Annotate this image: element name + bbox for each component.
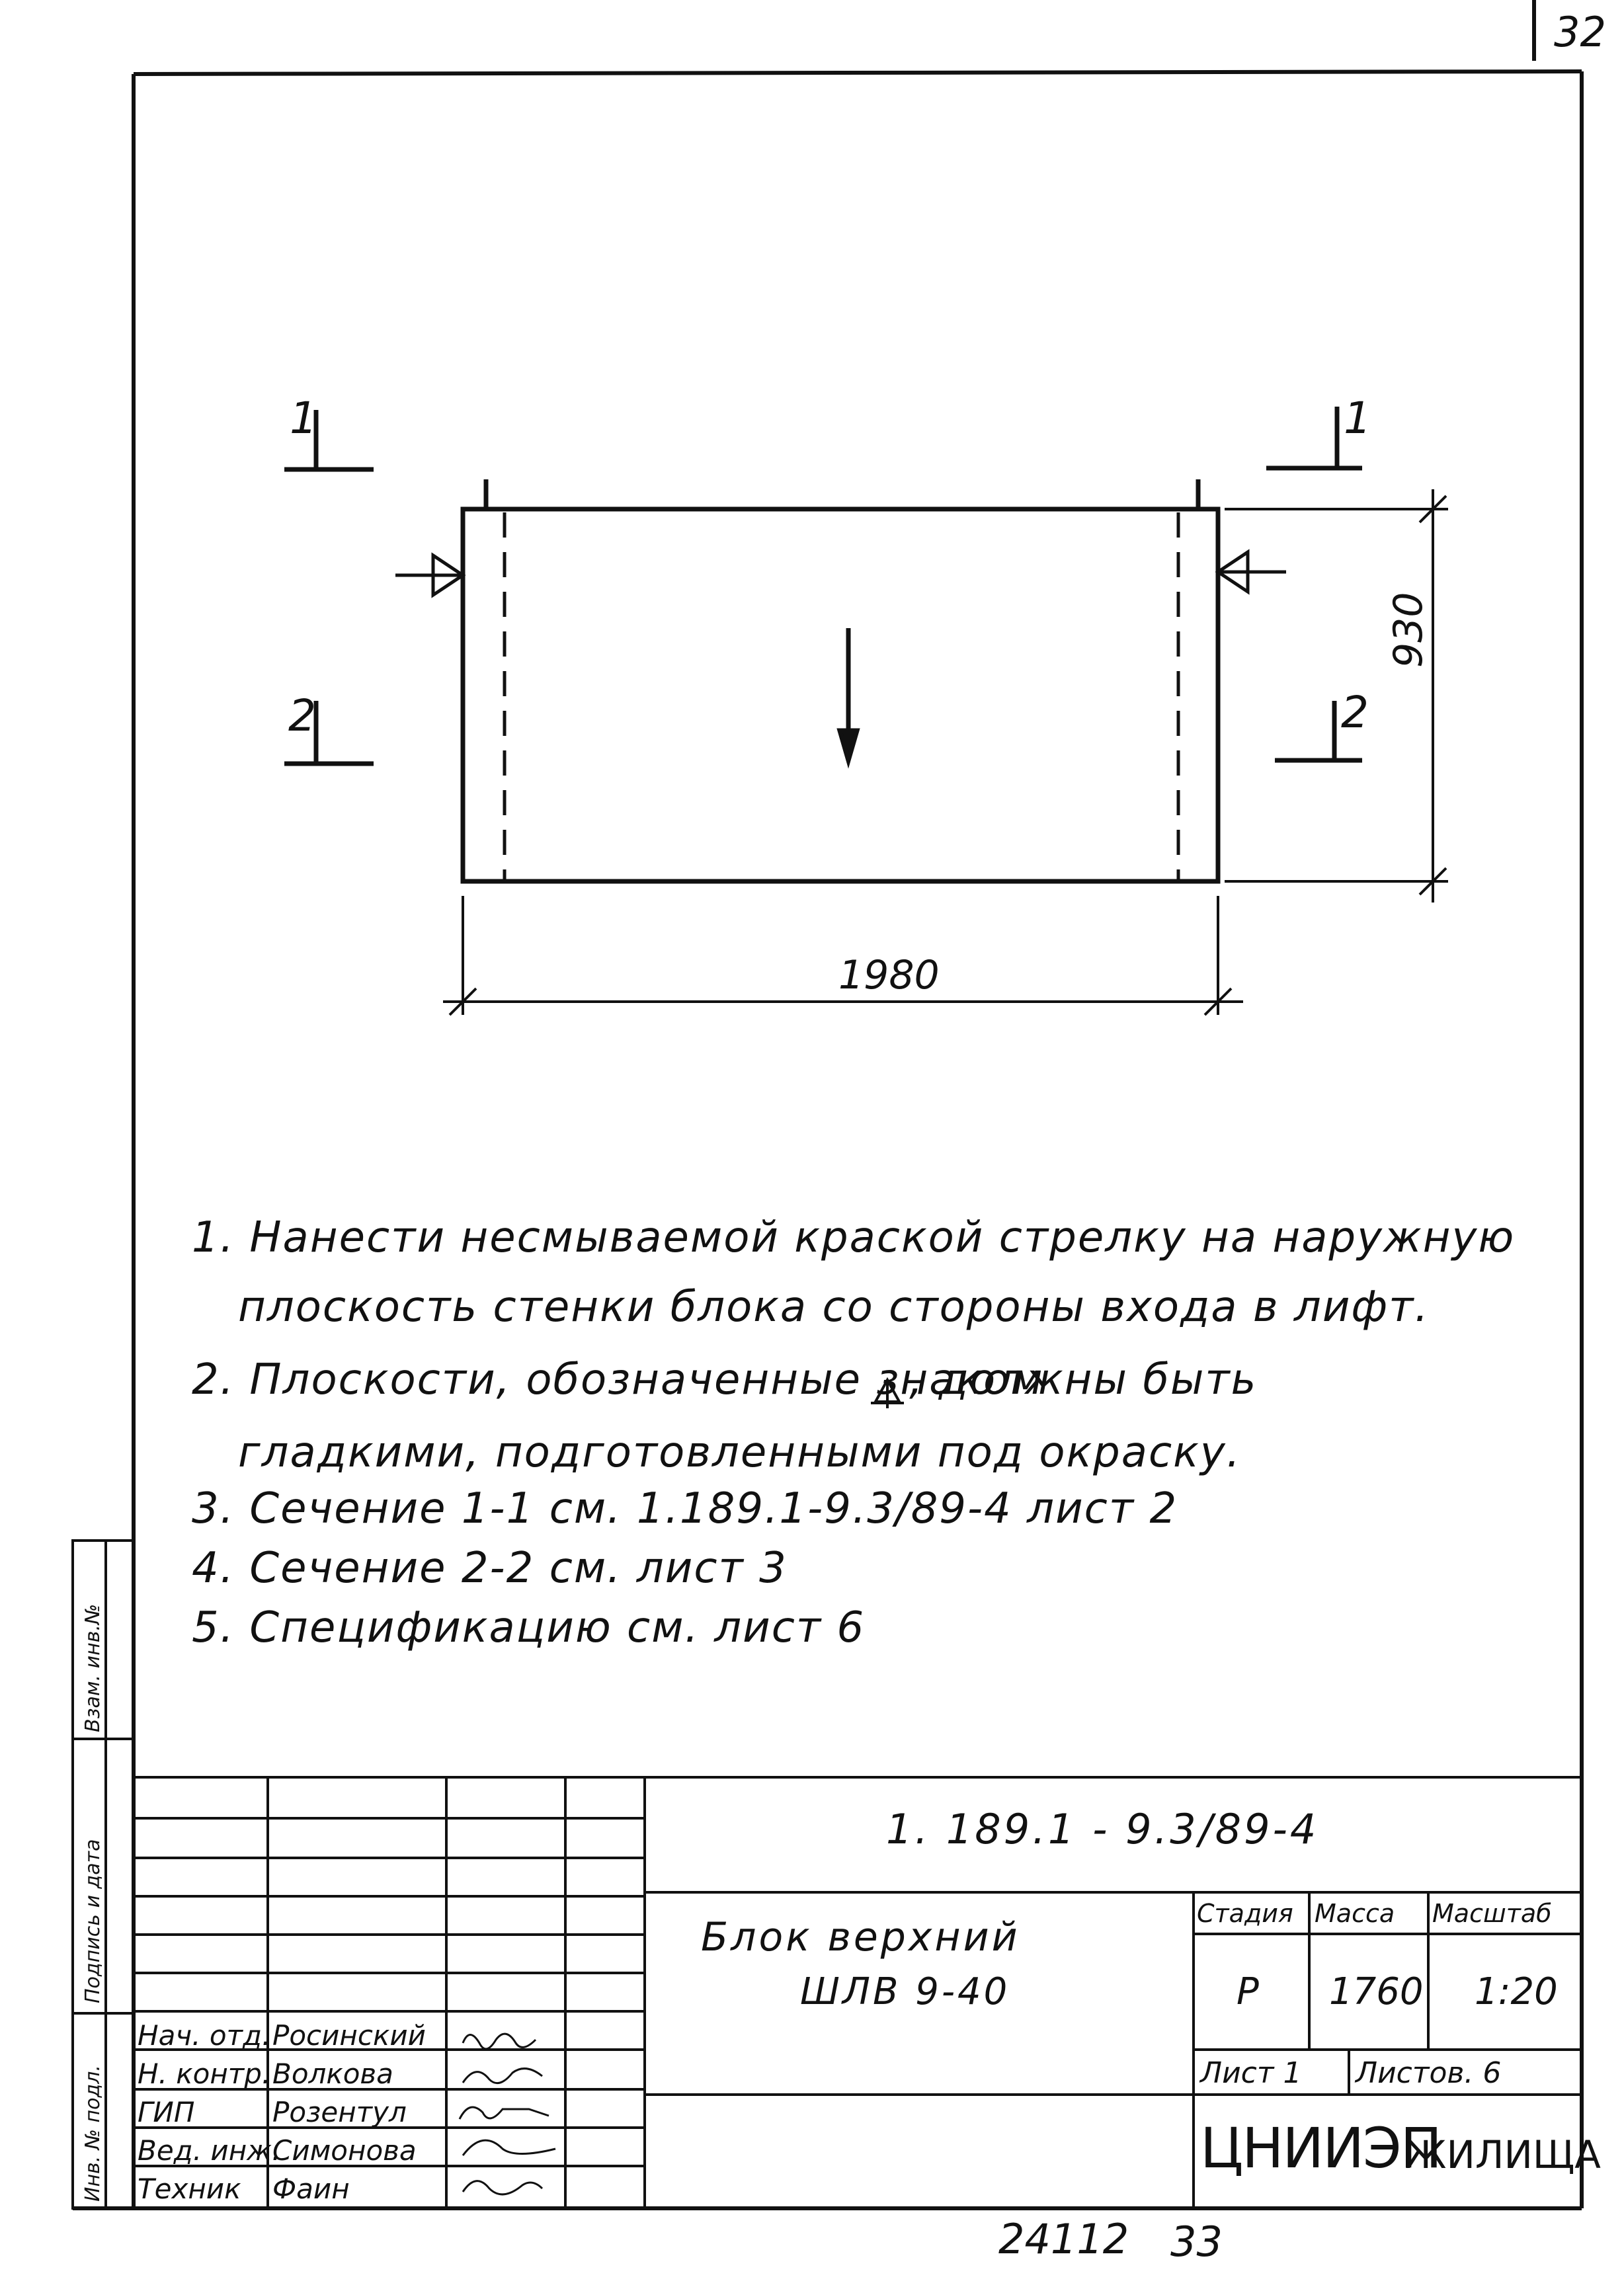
corner-number: 32 [1554, 8, 1606, 56]
staff-role: Техник [138, 2173, 241, 2205]
staff-name: Волкова [272, 2058, 393, 2090]
note-1-line-1: 1. Нанести несмываемой краской стрелку н… [192, 1213, 1516, 1262]
org-name: ЦНИИЭП [1200, 2116, 1442, 2181]
width-dimension: 1980 [838, 952, 940, 998]
stage-value: Р [1237, 1970, 1259, 2013]
note-5: 5. Спецификацию см. лист 6 [192, 1603, 866, 1652]
note-3: 3. Сечение 1-1 см. 1.189.1-9.3/89-4 лист… [192, 1484, 1178, 1533]
title-block-grid [134, 1776, 1582, 2208]
note-2-line-1-a: 2. Плоскости, обозначенные знаком [192, 1355, 1044, 1404]
staff-role: Вед. инж. [138, 2134, 281, 2167]
mass-header: Масса [1315, 1899, 1395, 1928]
surface-markers [395, 549, 1286, 598]
staff-role: Н. контр. [138, 2058, 271, 2090]
note-2-line-2: гладкими, подготовленными под окраску. [238, 1428, 1242, 1477]
org-suffix: жилища [1405, 2132, 1601, 2177]
staff-name: Симонова [272, 2134, 417, 2167]
sheet-frame [73, 0, 1584, 2210]
note-1-line-2: плоскость стенки блока со стороны входа … [238, 1283, 1430, 1332]
section-label-1-left: 1 [290, 393, 317, 444]
note-2-line-1-b: , должны быть [909, 1355, 1258, 1404]
height-dimension: 930 [1385, 592, 1432, 668]
page-number: 33 [1170, 2218, 1223, 2266]
scale-value: 1:20 [1475, 1970, 1558, 2013]
scale-header: Масштаб [1432, 1899, 1552, 1928]
hidden-lines [503, 512, 1180, 879]
side-stamp-strip [71, 1539, 135, 2210]
stamp-vzam-inv: Взам. инв.№ [81, 1604, 104, 1732]
mass-value: 1760 [1329, 1970, 1424, 2013]
stamp-podpis-data: Подпись и дата [81, 1839, 104, 2004]
signatures [458, 2032, 556, 2196]
section-label-2-right: 2 [1341, 687, 1369, 738]
product-name-line1: Блок верхний [701, 1914, 1020, 1960]
note-4: 4. Сечение 2-2 см. лист 3 [192, 1544, 788, 1593]
stamp-inv-podl: Инв. № подл. [81, 2065, 104, 2202]
staff-name: Розентул [272, 2096, 407, 2128]
staff-name: Фаин [272, 2173, 350, 2205]
product-name-line2: ШЛВ 9-40 [800, 1970, 1010, 2013]
doc-code: 1. 189.1 - 9.3/89-4 [886, 1805, 1319, 1853]
block-outline [460, 479, 1221, 884]
sheet-number: Лист 1 [1200, 2056, 1302, 2090]
section-markers [284, 407, 1362, 766]
staff-role: ГИП [138, 2096, 195, 2128]
smooth-surface-sign-icon [871, 1377, 904, 1408]
section-label-2-left: 2 [288, 690, 316, 741]
entrance-arrow [836, 628, 860, 769]
dimension-lines [443, 489, 1448, 1016]
section-label-1-right: 1 [1344, 393, 1371, 444]
bottom-number: 24112 [998, 2215, 1129, 2263]
stage-header: Стадия [1197, 1899, 1293, 1928]
staff-name: Росинский [272, 2019, 426, 2052]
sheets-count: Листов. 6 [1356, 2056, 1502, 2090]
staff-role: Нач. отд. [138, 2019, 271, 2052]
